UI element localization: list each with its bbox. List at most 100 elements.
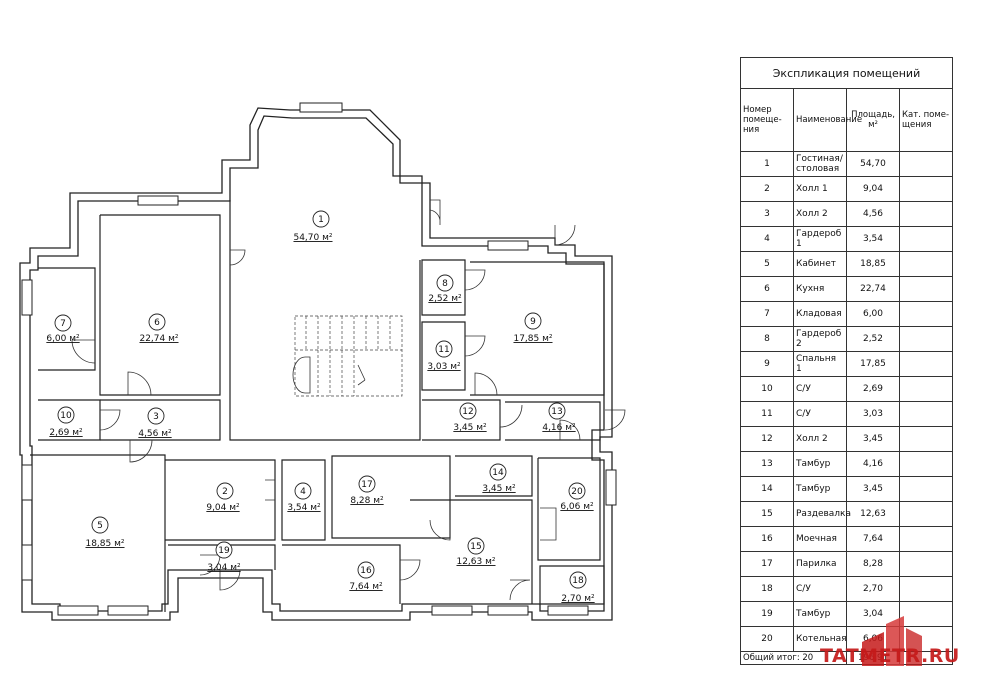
row-category: [899, 601, 953, 627]
svg-text:7: 7: [60, 319, 66, 329]
svg-text:17,85 м²: 17,85 м²: [513, 334, 552, 344]
row-number: 19: [740, 601, 794, 627]
svg-text:6: 6: [154, 318, 160, 328]
row-area: 3,03: [846, 401, 900, 427]
row-number: 3: [740, 201, 794, 227]
row-name: Холл 2: [793, 201, 847, 227]
svg-text:15: 15: [470, 542, 481, 552]
row-area: 12,63: [846, 501, 900, 527]
row-name: Парилка: [793, 551, 847, 577]
svg-text:4,16 м²: 4,16 м²: [542, 423, 576, 433]
room-labels: 154,70 м² 29,04 м² 34,56 м² 43,54 м² 518…: [46, 210, 595, 604]
row-number: 8: [740, 326, 794, 352]
svg-text:4,56 м²: 4,56 м²: [138, 429, 172, 439]
row-name: Тамбур: [793, 451, 847, 477]
svg-text:5: 5: [97, 521, 103, 531]
svg-text:4: 4: [300, 487, 306, 497]
row-category: [899, 551, 953, 577]
row-name: Холл 1: [793, 176, 847, 202]
row-category: [899, 451, 953, 477]
row-area: 3,45: [846, 426, 900, 452]
row-name: Кухня: [793, 276, 847, 302]
svg-text:20: 20: [571, 487, 583, 497]
doors: [71, 199, 626, 601]
row-name: Гардероб 2: [793, 326, 847, 352]
row-name: Холл 2: [793, 426, 847, 452]
row-area: 4,16: [846, 451, 900, 477]
svg-text:18,85 м²: 18,85 м²: [85, 539, 124, 549]
row-number: 9: [740, 351, 794, 377]
svg-text:6,06 м²: 6,06 м²: [560, 502, 594, 512]
row-area: 54,70: [846, 151, 900, 177]
svg-text:2,52 м²: 2,52 м²: [428, 294, 462, 304]
table-title: Экспликация помещений: [740, 57, 953, 89]
row-name: С/У: [793, 401, 847, 427]
svg-text:6,00 м²: 6,00 м²: [46, 334, 80, 344]
row-category: [899, 526, 953, 552]
row-number: 10: [740, 376, 794, 402]
watermark-logo: [862, 616, 922, 666]
header-name: Наименование: [793, 88, 862, 152]
row-area: 7,64: [846, 526, 900, 552]
row-name: С/У: [793, 576, 847, 602]
row-area: 2,70: [846, 576, 900, 602]
row-number: 1: [740, 151, 794, 177]
row-area: 17,85: [846, 351, 900, 377]
row-category: [899, 401, 953, 427]
room-8: 82,52 м²: [428, 274, 462, 304]
svg-text:3,54 м²: 3,54 м²: [287, 503, 321, 513]
watermark-text: TATMETR.RU: [820, 645, 960, 667]
row-name: С/У: [793, 376, 847, 402]
row-category: [899, 226, 953, 252]
row-number: 18: [740, 576, 794, 602]
row-category: [899, 301, 953, 327]
row-name: Гостиная/столовая: [793, 151, 847, 177]
row-category: [899, 251, 953, 277]
windows: [21, 102, 617, 616]
row-number: 20: [740, 626, 794, 652]
room-7: 7 6,00 м²: [46, 314, 80, 344]
svg-text:3,45 м²: 3,45 м²: [453, 423, 487, 433]
svg-text:2,69 м²: 2,69 м²: [49, 428, 83, 438]
row-number: 4: [740, 226, 794, 252]
row-area: 2,52: [846, 326, 900, 352]
row-number: 12: [740, 426, 794, 452]
row-number: 16: [740, 526, 794, 552]
row-number: 15: [740, 501, 794, 527]
row-category: [899, 501, 953, 527]
svg-text:12: 12: [462, 407, 473, 417]
table-header-row: Номер помеще- ния Наименование Площадь, …: [740, 88, 953, 152]
room-20: 20 6,06 м²: [560, 482, 594, 512]
row-number: 2: [740, 176, 794, 202]
row-number: 11: [740, 401, 794, 427]
svg-text:3,45 м²: 3,45 м²: [482, 484, 516, 494]
row-category: [899, 326, 953, 352]
rooms-schedule-table: Экспликация помещений Номер помеще- ния …: [740, 57, 953, 665]
svg-text:19: 19: [218, 546, 230, 556]
row-category: [899, 201, 953, 227]
room-10: 102,69 м²: [49, 406, 83, 438]
row-area: 8,28: [846, 551, 900, 577]
row-category: [899, 151, 953, 177]
room-6: 622,74 м²: [139, 313, 179, 344]
row-name: Тамбур: [793, 476, 847, 502]
room-18: 182,70 м²: [561, 571, 595, 604]
svg-text:2,70 м²: 2,70 м²: [561, 594, 595, 604]
header-area: Площадь, м²: [846, 88, 900, 152]
row-area: 3,54: [846, 226, 900, 252]
room-12: 12 3,45 м²: [453, 402, 487, 433]
row-category: [899, 576, 953, 602]
row-area: 4,56: [846, 201, 900, 227]
row-number: 14: [740, 476, 794, 502]
room-14: 143,45 м²: [482, 463, 516, 494]
